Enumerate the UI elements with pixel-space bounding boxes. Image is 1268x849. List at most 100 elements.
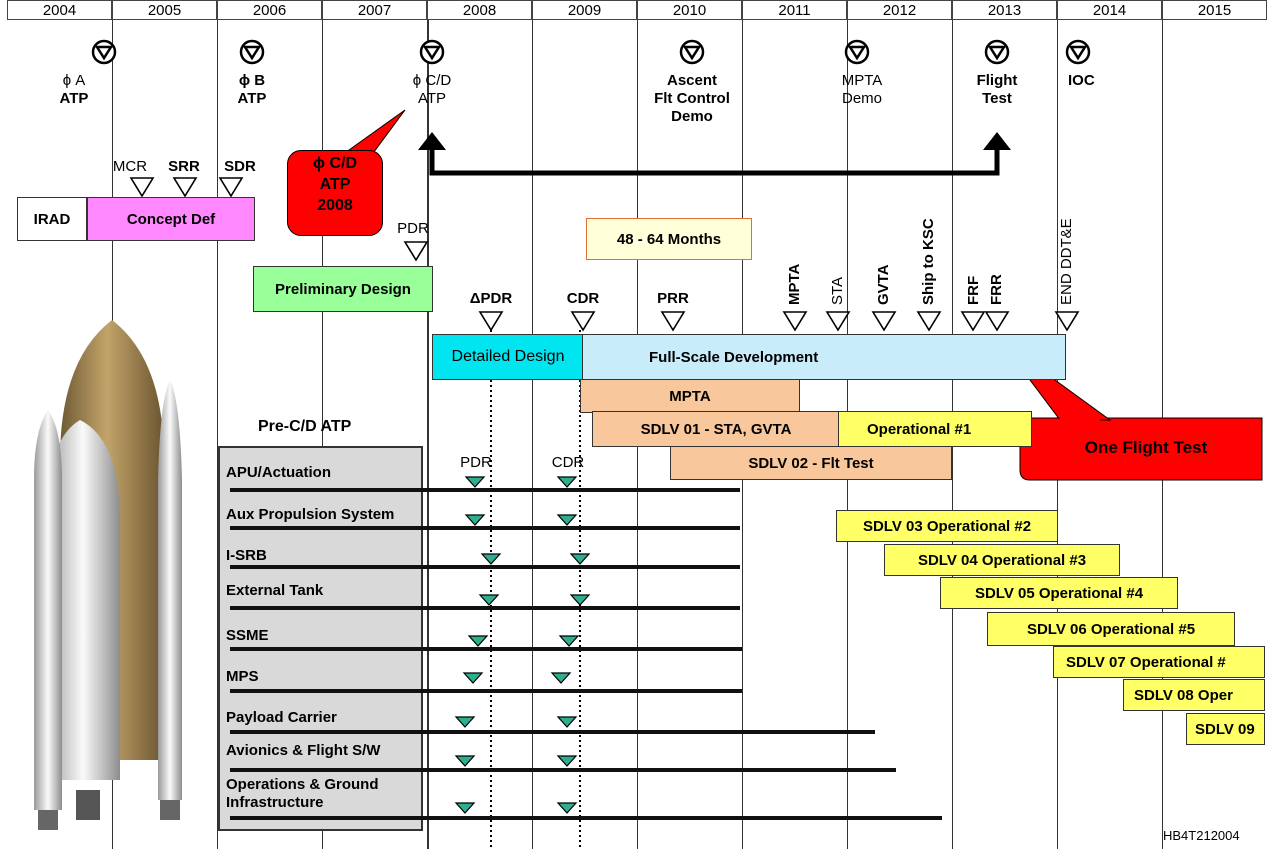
year-2007: 2007 xyxy=(322,0,427,20)
year-2006: 2006 xyxy=(217,0,322,20)
frf-triangle xyxy=(960,311,986,332)
cdr-marker-icon xyxy=(558,635,580,647)
milestone-phase-b-line1: ϕ B xyxy=(238,72,266,89)
milestone-flight-line1: Flight xyxy=(976,72,1018,89)
grid-line xyxy=(427,20,429,849)
pdr-marker-icon xyxy=(454,802,476,814)
shuttle-vehicle-image xyxy=(34,320,182,830)
subsystem-isrb: I-SRB xyxy=(226,547,267,564)
ship-triangle xyxy=(916,311,942,332)
timeline-bar-ssme xyxy=(230,647,742,651)
cdr-triangle xyxy=(570,311,596,332)
grid-line xyxy=(217,20,218,849)
sdlv03-box: SDLV 03 Operational #2 xyxy=(836,510,1058,542)
milestone-phase-cd-line1: ϕ C/D xyxy=(412,72,452,89)
pdr-triangle xyxy=(403,241,429,262)
milestone-icon xyxy=(239,39,265,65)
srr-triangle xyxy=(172,177,198,198)
detailed-design-box: Detailed Design xyxy=(432,334,584,380)
pre-cdr-label: CDR xyxy=(551,454,585,471)
subsystem-mps: MPS xyxy=(226,668,259,685)
sdlv02-bar: SDLV 02 - Flt Test xyxy=(670,446,952,480)
sdr-triangle xyxy=(218,177,244,198)
document-id: HB4T212004 xyxy=(1163,828,1240,843)
milestone-phase-cd-line2: ATP xyxy=(417,90,447,107)
subsystem-panel xyxy=(218,446,423,831)
pre-cd-title: Pre-C/D ATP xyxy=(258,418,352,435)
srr-label: SRR xyxy=(168,158,200,175)
subsystem-ssme: SSME xyxy=(226,627,269,644)
pre-pdr-label: PDR xyxy=(460,454,492,471)
year-2005: 2005 xyxy=(112,0,217,20)
cdr-marker-icon xyxy=(556,476,578,488)
milestone-icon xyxy=(844,39,870,65)
sdlv06-box: SDLV 06 Operational #5 xyxy=(987,612,1235,646)
milestone-mpta-demo: MPTA Demo xyxy=(827,72,897,108)
year-2013: 2013 xyxy=(952,0,1057,20)
timeline-bar-payload xyxy=(230,730,875,734)
pdr-marker-icon xyxy=(462,672,484,684)
cdr-label: CDR xyxy=(566,290,600,307)
one-flight-test-label: One Flight Test xyxy=(1084,438,1208,457)
timeline-bar-avionics xyxy=(230,768,896,772)
atp-callout-line1: ϕ C/D xyxy=(313,155,357,172)
pdr-marker-icon xyxy=(454,755,476,767)
milestone-icon xyxy=(679,39,705,65)
timeline-bar-apu xyxy=(230,488,740,492)
milestone-phase-b: ϕ B ATP xyxy=(222,72,282,108)
milestone-ascent-demo: Ascent Flt Control Demo xyxy=(632,72,752,126)
operational-1-bar: Operational #1 xyxy=(838,411,1032,447)
prr-triangle xyxy=(660,311,686,332)
year-2008: 2008 xyxy=(427,0,532,20)
delta-pdr-label: ΔPDR xyxy=(469,290,513,307)
sdlv07-box: SDLV 07 Operational # xyxy=(1053,646,1265,678)
cdr-marker-icon xyxy=(569,553,591,565)
mcr-label: MCR xyxy=(112,158,148,175)
subsystem-operations: Operations & Ground Infrastructure xyxy=(226,776,379,812)
sdr-label: SDR xyxy=(224,158,256,175)
timeline-bar-aux xyxy=(230,526,740,530)
preliminary-design-box: Preliminary Design xyxy=(253,266,433,312)
year-2004: 2004 xyxy=(7,0,112,20)
milestone-flight-test: Flight Test xyxy=(962,72,1032,108)
milestone-ascent-line1: Ascent xyxy=(666,72,718,89)
year-2012: 2012 xyxy=(847,0,952,20)
milestone-ioc: IOC xyxy=(1068,72,1095,89)
sdlv04-box: SDLV 04 Operational #3 xyxy=(884,544,1120,576)
milestone-icon xyxy=(419,39,445,65)
timeline-bar-operations xyxy=(230,816,942,820)
pdr-marker-icon xyxy=(464,514,486,526)
subsystem-aux-propulsion: Aux Propulsion System xyxy=(226,506,395,523)
atp-callout-line2: ATP xyxy=(319,176,351,193)
year-2009: 2009 xyxy=(532,0,637,20)
sta-triangle xyxy=(825,311,851,332)
milestone-mpta-line2: Demo xyxy=(841,90,882,107)
pdr-marker-icon xyxy=(478,594,500,606)
milestone-phase-a-line1: ϕ A xyxy=(62,72,86,89)
end-ddte-triangle xyxy=(1054,311,1080,332)
prr-label: PRR xyxy=(657,290,689,307)
atp-callout: ϕ C/D ATP 2008 xyxy=(287,150,383,236)
milestone-phase-a-line2: ATP xyxy=(59,90,89,107)
subsystem-apu: APU/Actuation xyxy=(226,464,331,481)
milestone-flight-line2: Test xyxy=(982,90,1012,107)
dpdr-triangle xyxy=(478,311,504,332)
subsystem-external-tank: External Tank xyxy=(226,582,324,599)
sdlv05-box: SDLV 05 Operational #4 xyxy=(940,577,1178,609)
grid-line xyxy=(532,20,533,849)
milestone-ascent-line3: Demo xyxy=(671,108,713,125)
pdr-label: PDR xyxy=(397,220,429,237)
subsystem-payload-carrier: Payload Carrier xyxy=(226,709,337,726)
year-2014: 2014 xyxy=(1057,0,1162,20)
timeline-bar-isrb xyxy=(230,565,740,569)
irad-box: IRAD xyxy=(17,197,87,241)
milestone-ascent-line2: Flt Control xyxy=(654,90,730,107)
concept-def-box: Concept Def xyxy=(87,197,255,241)
full-scale-development-box: Full-Scale Development xyxy=(582,334,1066,380)
sdlv09-box: SDLV 09 xyxy=(1186,713,1265,745)
year-2015: 2015 xyxy=(1162,0,1267,20)
year-2011: 2011 xyxy=(742,0,847,20)
mcr-triangle xyxy=(129,177,155,198)
timeline-bar-et xyxy=(230,606,740,610)
